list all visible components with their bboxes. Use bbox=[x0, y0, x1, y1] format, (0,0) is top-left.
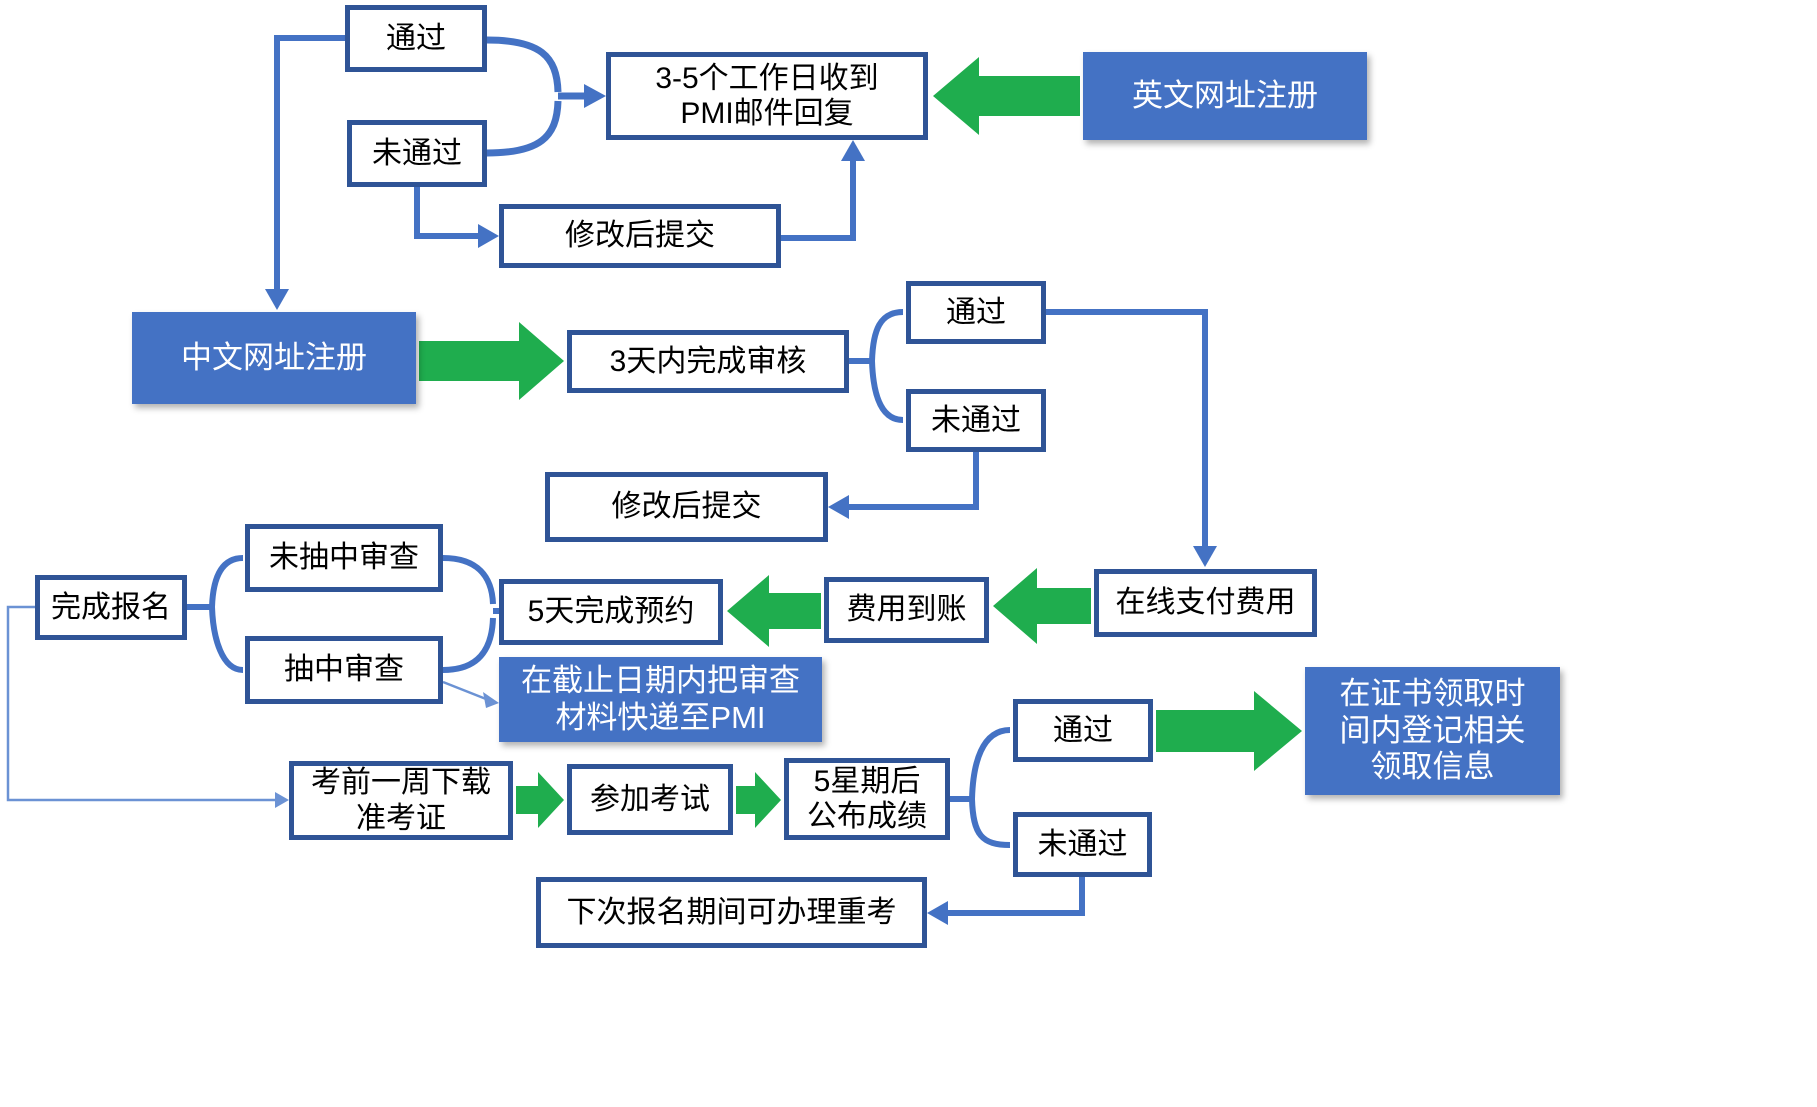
arrowhead-left-retake bbox=[927, 901, 948, 925]
brace-pass-top-to-reply bbox=[486, 36, 562, 93]
node-review-3-days: 3天内完成审核 bbox=[567, 330, 849, 393]
arrowhead-left-resubmit-mid bbox=[828, 495, 849, 519]
green-arrow-pay-to-fee bbox=[993, 568, 1091, 644]
node-book-5-days: 5天完成预约 bbox=[499, 579, 723, 645]
arrowhead-ticket bbox=[275, 792, 289, 808]
connector-selected-to-mail-pmi bbox=[442, 680, 487, 701]
node-take-exam: 参加考试 bbox=[567, 764, 733, 835]
node-results-5-weeks: 5星期后 公布成绩 bbox=[784, 758, 950, 840]
arrowhead-down-pay-online bbox=[1193, 546, 1217, 567]
brace-complete-to-not-selected bbox=[209, 555, 244, 608]
arrowhead-down-cn-reg bbox=[265, 289, 289, 310]
node-certificate-collection-info: 在证书领取时 间内登记相关 领取信息 bbox=[1305, 667, 1560, 795]
node-fee-received: 费用到账 bbox=[824, 577, 989, 643]
arrowhead-mail-pmi bbox=[483, 692, 499, 708]
node-chinese-site-registration: 中文网址注册 bbox=[132, 312, 416, 404]
green-arrow-exam-to-results bbox=[736, 772, 781, 828]
connector-fail-top-to-resubmit-top bbox=[414, 187, 480, 239]
green-arrow-fee-to-book bbox=[727, 575, 821, 647]
brace-not-selected-to-book bbox=[442, 555, 496, 605]
connector-resubmit-top-to-reply bbox=[781, 158, 856, 241]
node-fail-top: 未通过 bbox=[347, 120, 487, 187]
node-pass-mid: 通过 bbox=[906, 281, 1046, 344]
node-pay-online: 在线支付费用 bbox=[1094, 569, 1317, 637]
connector-fail-mid-to-resubmit-mid bbox=[846, 452, 979, 510]
arrowhead-right-resubmit-top bbox=[478, 224, 499, 248]
brace-results-to-pass-btm bbox=[969, 727, 1011, 800]
brace-review-to-pass-mid bbox=[869, 309, 904, 362]
connector-pass-mid-to-pay-online bbox=[1046, 309, 1208, 550]
node-resubmit-mid: 修改后提交 bbox=[545, 472, 828, 542]
node-resubmit-top: 修改后提交 bbox=[499, 204, 781, 268]
brace-complete-to-selected bbox=[209, 606, 244, 673]
node-download-admission-ticket: 考前一周下载 准考证 bbox=[289, 761, 513, 840]
connector-fail-btm-to-retake bbox=[946, 877, 1085, 916]
node-fail-mid: 未通过 bbox=[906, 389, 1046, 452]
green-arrow-eng-reg-to-reply bbox=[933, 57, 1080, 135]
node-selected-audit: 抽中审查 bbox=[245, 636, 443, 704]
node-reply-3-5-days: 3-5个工作日收到 PMI邮件回复 bbox=[606, 52, 928, 140]
node-retake-next-period: 下次报名期间可办理重考 bbox=[536, 877, 927, 948]
node-mail-audit-materials-pmi: 在截止日期内把审查 材料快递至PMI bbox=[499, 657, 822, 742]
brace-fail-top-to-reply bbox=[486, 100, 562, 157]
node-not-selected-audit: 未抽中审查 bbox=[245, 524, 443, 592]
arrowhead-right-reply bbox=[584, 84, 606, 108]
green-arrow-pass-btm-to-cert bbox=[1156, 691, 1302, 771]
brace-review-to-fail-mid bbox=[869, 360, 904, 423]
green-arrow-ticket-to-exam bbox=[516, 772, 564, 828]
connector-pass-top-to-cn-reg bbox=[274, 35, 345, 292]
arrowhead-up-reply bbox=[841, 140, 865, 161]
node-pass-bottom: 通过 bbox=[1013, 699, 1153, 762]
node-fail-bottom: 未通过 bbox=[1013, 812, 1152, 877]
brace-results-to-fail-btm bbox=[969, 798, 1011, 848]
node-pass-top: 通过 bbox=[345, 5, 487, 72]
green-arrow-cn-reg-to-review bbox=[419, 322, 564, 400]
node-complete-registration: 完成报名 bbox=[35, 575, 187, 640]
brace-selected-to-book bbox=[442, 617, 496, 673]
node-english-site-registration: 英文网址注册 bbox=[1083, 52, 1367, 140]
